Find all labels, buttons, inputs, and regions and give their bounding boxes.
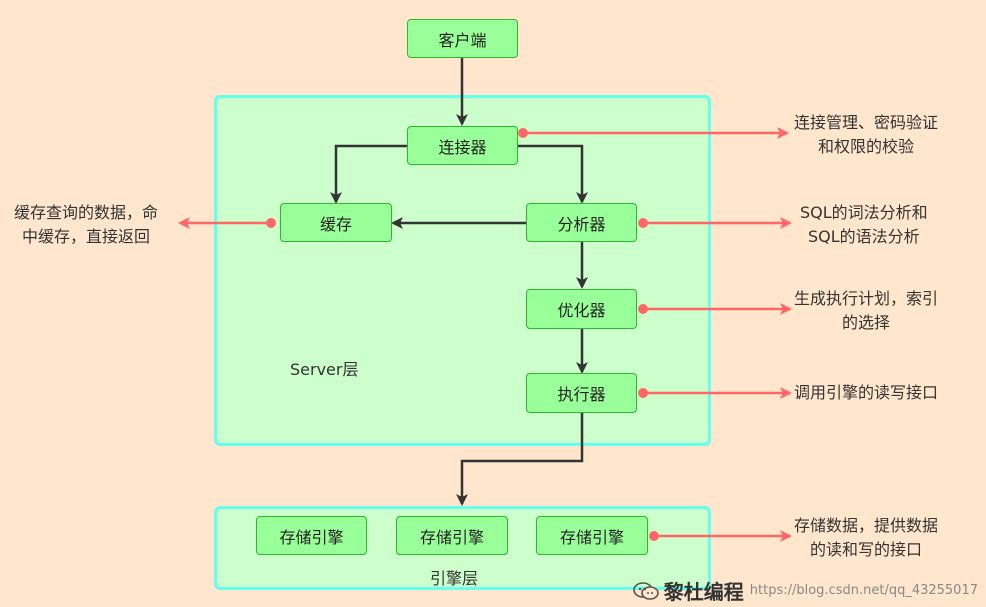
edge-connector-cache <box>330 144 408 204</box>
note-optimizer: 生成执行计划，索引 的选择 <box>794 287 938 335</box>
note-optimizer-line-1: 生成执行计划，索引 <box>794 289 939 308</box>
note-cache: 缓存查询的数据，命 中缓存，直接返回 <box>14 201 158 249</box>
note-connector-line-1: 连接管理、密码验证 <box>794 113 939 132</box>
server-layer-label: Server层 <box>290 360 359 379</box>
watermark-badge: 黎杜编程 <box>632 576 744 605</box>
node-executor: 执行器 <box>526 373 637 413</box>
note-analyzer-line-1: SQL的词法分析和 <box>800 203 928 222</box>
annotation-dot-optimizer <box>638 304 648 314</box>
annotation-dot-connector <box>518 128 528 138</box>
note-analyzer-line-2: SQL的语法分析 <box>808 227 920 246</box>
note-engine-line-1: 存储数据，提供数据 <box>794 516 939 535</box>
annotation-dot-engine <box>649 531 659 541</box>
note-analyzer: SQL的词法分析和 SQL的语法分析 <box>800 201 928 249</box>
watermark: 黎杜编程 https://blog.csdn.net/qq_43255017 <box>632 576 978 605</box>
node-analyzer: 分析器 <box>526 203 637 242</box>
note-cache-line-2: 中缓存，直接返回 <box>22 227 151 246</box>
annotation-dot-analyzer <box>638 218 648 228</box>
edge-executor-engine <box>456 413 584 506</box>
note-engine: 存储数据，提供数据 的读和写的接口 <box>794 514 938 562</box>
note-optimizer-line-2: 的选择 <box>842 313 891 332</box>
node-engine-3: 存储引擎 <box>536 516 648 555</box>
annotation-dot-executor <box>638 388 648 398</box>
note-executor-line-1: 调用引擎的读写接口 <box>794 383 939 402</box>
note-connector-line-2: 和权限的校验 <box>818 137 915 156</box>
note-connector: 连接管理、密码验证 和权限的校验 <box>794 111 938 159</box>
node-engine-1: 存储引擎 <box>256 516 367 555</box>
watermark-url: https://blog.csdn.net/qq_43255017 <box>749 583 978 598</box>
node-cache: 缓存 <box>280 203 392 242</box>
wechat-icon <box>632 581 659 600</box>
node-client: 客户端 <box>407 19 518 58</box>
node-connector: 连接器 <box>407 126 518 165</box>
watermark-brand: 黎杜编程 <box>663 580 744 604</box>
annotation-dot-cache <box>266 218 276 228</box>
note-executor: 调用引擎的读写接口 <box>794 381 938 405</box>
node-optimizer: 优化器 <box>526 289 637 329</box>
engine-layer-label: 引擎层 <box>430 569 479 588</box>
note-engine-line-2: 的读和写的接口 <box>810 540 923 559</box>
node-engine-2: 存储引擎 <box>396 516 508 555</box>
note-cache-line-1: 缓存查询的数据，命 <box>14 203 159 222</box>
edge-connector-analyzer <box>518 144 588 204</box>
